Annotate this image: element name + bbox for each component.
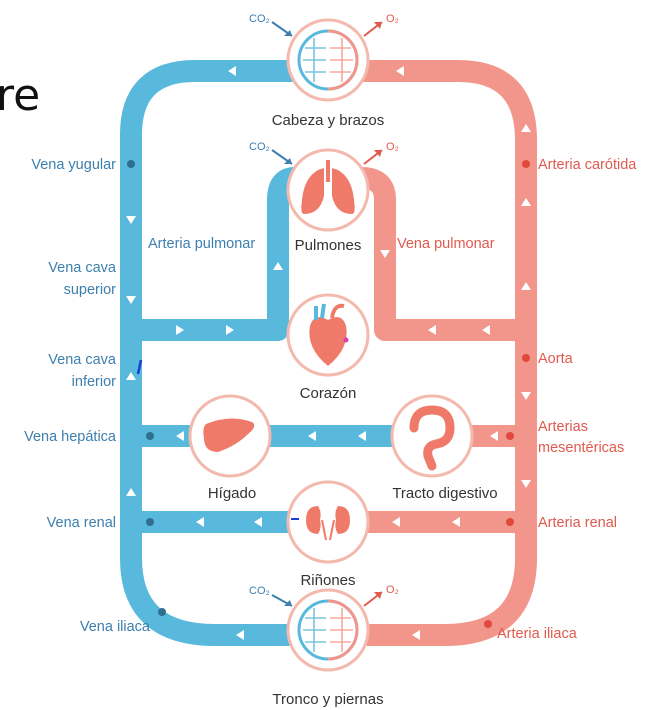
label-vena-cava-superior-2: superior [64, 282, 117, 298]
dot-vena-hepatica [146, 432, 154, 440]
label-vena-cava-inferior-2: inferior [72, 374, 116, 390]
label-arterias-mesentericas-2: mesentéricas [538, 440, 624, 456]
label-vena-renal: Vena renal [47, 515, 116, 531]
label-vena-cava-inferior-1: Vena cava [48, 352, 117, 368]
label-tronco-piernas: Tronco y piernas [272, 691, 383, 708]
o2-label: O₂ [386, 584, 399, 596]
cropped-text-fragment: re [0, 70, 40, 121]
arterial-vessels [355, 71, 526, 635]
label-rinones: Riñones [300, 572, 355, 589]
arterial-flow-arrows [380, 66, 531, 640]
dot-vena-renal [146, 518, 154, 526]
dot-vena-iliaca [158, 608, 166, 616]
organ-kidneys [288, 482, 368, 562]
arrow [490, 588, 498, 598]
label-arteria-iliaca: Arteria iliaca [497, 626, 578, 642]
label-vena-iliaca: Vena iliaca [80, 619, 151, 635]
organ-digestive [392, 396, 472, 476]
arrow [160, 596, 170, 606]
label-corazon: Corazón [300, 385, 357, 402]
dot-aorta [522, 354, 530, 362]
dot-arteria-renal [506, 518, 514, 526]
heart-marker-icon [344, 338, 349, 343]
label-arterias-mesentericas-1: Arterias [538, 419, 588, 435]
organ-heart [288, 295, 368, 375]
label-cabeza-brazos: Cabeza y brazos [272, 112, 385, 129]
label-vena-cava-superior-1: Vena cava [48, 260, 117, 276]
label-higado: Hígado [208, 485, 256, 502]
trachea-icon [326, 160, 330, 182]
organ-liver [190, 396, 270, 476]
kidneys-ring [288, 482, 368, 562]
label-vena-pulmonar: Vena pulmonar [397, 236, 495, 252]
dot-arterias-mesentericas [506, 432, 514, 440]
label-arteria-pulmonar: Arteria pulmonar [148, 236, 255, 252]
organ-lungs [288, 150, 368, 230]
label-vena-yugular: Vena yugular [31, 157, 116, 173]
organ-head [288, 20, 368, 100]
vena-cava-main [131, 71, 300, 635]
dot-arteria-iliaca [484, 620, 492, 628]
co2-label: CO₂ [249, 141, 270, 153]
label-arteria-renal: Arteria renal [538, 515, 617, 531]
co2-label: CO₂ [249, 13, 270, 25]
aorta-main [355, 71, 526, 635]
co2-label: CO₂ [249, 585, 270, 597]
pulmonary-artery-vessel [131, 178, 300, 330]
label-aorta: Aorta [538, 351, 574, 367]
dot-vena-yugular [127, 160, 135, 168]
o2-label: O₂ [386, 141, 399, 153]
label-pulmones: Pulmones [295, 237, 362, 254]
organ-legs [288, 590, 368, 670]
label-tracto-digestivo: Tracto digestivo [392, 485, 497, 502]
o2-label: O₂ [386, 13, 399, 25]
dot-arteria-carotida [522, 160, 530, 168]
label-arteria-carotida: Arteria carótida [538, 157, 637, 173]
pulmonary-vein-vessel [355, 178, 526, 330]
label-vena-hepatica: Vena hepática [24, 429, 117, 445]
